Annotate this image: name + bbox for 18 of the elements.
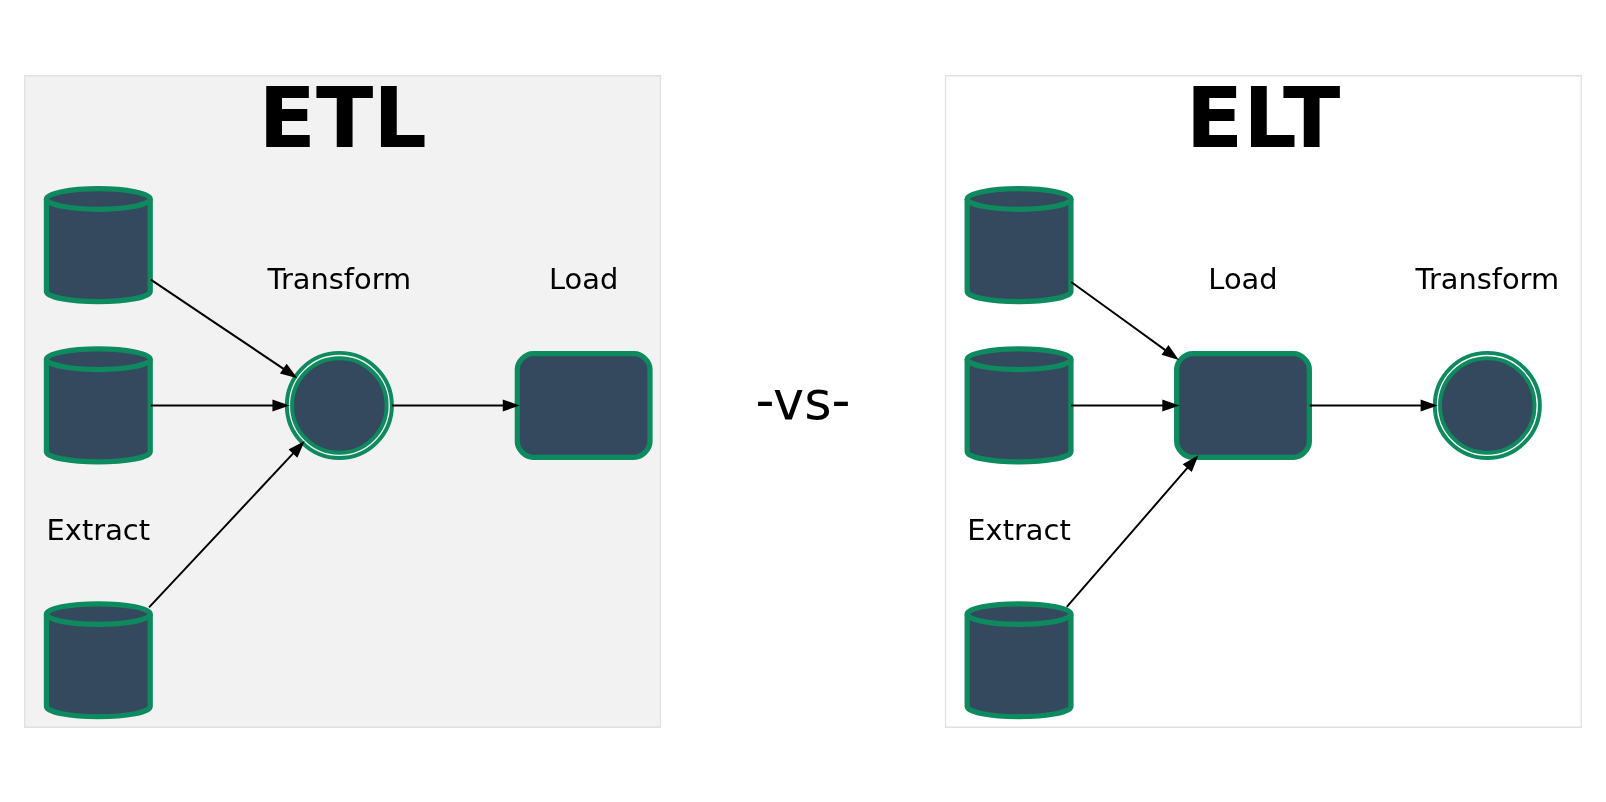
node-box — [514, 350, 653, 460]
node-label: Load — [549, 261, 619, 296]
arrow — [390, 398, 520, 411]
arrow — [149, 398, 290, 411]
node-box — [1174, 350, 1312, 460]
arrow — [1070, 398, 1180, 411]
label: -vs- — [755, 369, 851, 431]
node-label: Transform — [1415, 261, 1560, 296]
node-label: Transform — [267, 261, 412, 296]
arrow — [1308, 398, 1438, 411]
node-label: Extract — [46, 512, 151, 547]
arrow — [148, 440, 305, 608]
arrow — [1070, 280, 1179, 360]
arrow — [1065, 454, 1199, 608]
node-label: Extract — [967, 512, 1071, 547]
node-picture — [1432, 350, 1542, 460]
arrow — [149, 278, 298, 378]
node-label: Load — [1208, 261, 1278, 296]
